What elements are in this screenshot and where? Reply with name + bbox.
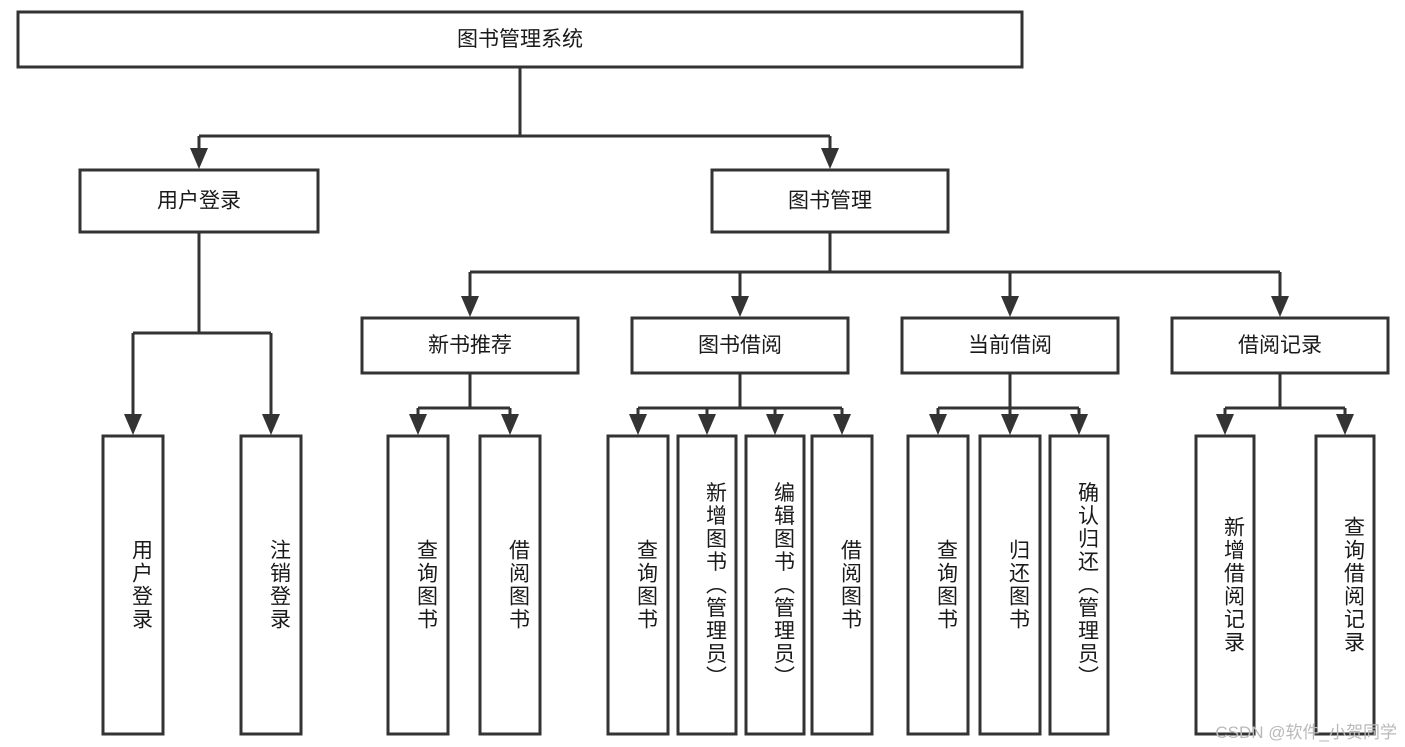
connector-group-root — [190, 67, 839, 169]
node-box-leaf_6 — [744, 434, 806, 736]
connector-group-l3_0 — [409, 373, 519, 435]
connector-group-l3_2 — [929, 373, 1088, 435]
node-l3_1[interactable]: 图书借阅 — [630, 316, 850, 375]
node-label-leaf_5: 新增图书（管理员） — [704, 482, 728, 689]
connector-group-l3_3 — [1216, 373, 1354, 435]
node-leaf_2[interactable]: 查询图书 — [386, 434, 450, 736]
node-box-leaf_4 — [606, 434, 670, 736]
connector-group-l2_1 — [461, 232, 1289, 317]
node-label-l2_0: 用户登录 — [157, 190, 241, 213]
node-label-l3_3: 借阅记录 — [1238, 334, 1322, 357]
node-box-l2_1 — [710, 168, 950, 234]
node-box-leaf_5 — [676, 434, 738, 736]
node-leaf_9[interactable]: 归还图书 — [978, 434, 1042, 736]
node-box-leaf_10 — [1048, 434, 1110, 736]
node-label-root: 图书管理系统 — [457, 28, 583, 51]
node-box-leaf_11 — [1194, 434, 1256, 736]
node-label-l2_1: 图书管理 — [788, 190, 872, 213]
node-box-leaf_3 — [478, 434, 542, 736]
node-root[interactable]: 图书管理系统 — [16, 10, 1024, 69]
node-leaf_12[interactable]: 查询借阅记录 — [1314, 434, 1376, 736]
node-box-leaf_1 — [239, 434, 303, 736]
node-box-leaf_2 — [386, 434, 450, 736]
node-leaf_7[interactable]: 借阅图书 — [810, 434, 874, 736]
node-l3_2[interactable]: 当前借阅 — [900, 316, 1120, 375]
node-box-leaf_0 — [101, 434, 165, 736]
node-leaf_6[interactable]: 编辑图书（管理员） — [744, 434, 806, 736]
node-label-leaf_1: 注销登录 — [268, 539, 292, 631]
node-label-l3_2: 当前借阅 — [968, 334, 1052, 357]
node-box-leaf_8 — [906, 434, 970, 736]
node-box-leaf_12 — [1314, 434, 1376, 736]
node-label-leaf_2: 查询图书 — [415, 539, 439, 631]
node-label-leaf_0: 用户登录 — [130, 539, 154, 631]
node-label-leaf_3: 借阅图书 — [507, 539, 531, 631]
node-l3_0[interactable]: 新书推荐 — [360, 316, 580, 375]
node-leaf_11[interactable]: 新增借阅记录 — [1194, 434, 1256, 736]
node-label-leaf_9: 归还图书 — [1007, 539, 1031, 631]
node-label-leaf_10: 确认归还（管理员） — [1076, 482, 1100, 689]
node-label-leaf_8: 查询图书 — [935, 539, 959, 631]
connector-group-l2_0 — [124, 232, 280, 435]
node-leaf_4[interactable]: 查询图书 — [606, 434, 670, 736]
node-box-l3_2 — [900, 316, 1120, 375]
node-label-l3_1: 图书借阅 — [698, 334, 782, 357]
node-leaf_0[interactable]: 用户登录 — [101, 434, 165, 736]
node-leaf_5[interactable]: 新增图书（管理员） — [676, 434, 738, 736]
node-box-root — [16, 10, 1024, 69]
node-leaf_8[interactable]: 查询图书 — [906, 434, 970, 736]
node-leaf_10[interactable]: 确认归还（管理员） — [1048, 434, 1110, 736]
node-box-leaf_7 — [810, 434, 874, 736]
node-label-l3_0: 新书推荐 — [428, 334, 512, 357]
node-box-l3_1 — [630, 316, 850, 375]
node-leaf_1[interactable]: 注销登录 — [239, 434, 303, 736]
node-box-l2_0 — [78, 168, 320, 234]
node-leaf_3[interactable]: 借阅图书 — [478, 434, 542, 736]
node-label-leaf_4: 查询图书 — [635, 539, 659, 631]
node-box-l3_3 — [1170, 316, 1390, 375]
node-l2_0[interactable]: 用户登录 — [78, 168, 320, 234]
node-box-l3_0 — [360, 316, 580, 375]
node-l2_1[interactable]: 图书管理 — [710, 168, 950, 234]
node-l3_3[interactable]: 借阅记录 — [1170, 316, 1390, 375]
node-label-leaf_6: 编辑图书（管理员） — [772, 482, 796, 689]
node-label-leaf_12: 查询借阅记录 — [1342, 516, 1366, 654]
connector-group-l3_1 — [629, 373, 851, 435]
node-box-leaf_9 — [978, 434, 1042, 736]
node-label-leaf_11: 新增借阅记录 — [1222, 516, 1246, 654]
node-label-leaf_7: 借阅图书 — [839, 539, 863, 631]
